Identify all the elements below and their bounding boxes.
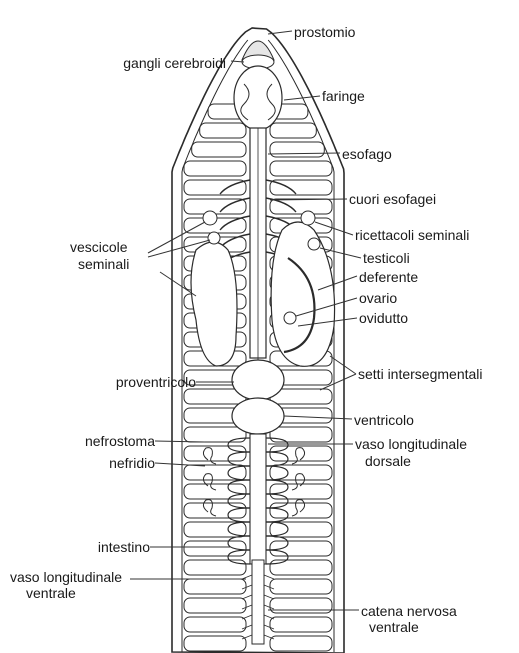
label-vaso-dorsale-line1: vaso longitudinale — [355, 437, 467, 452]
segment-chamber — [184, 427, 246, 442]
pharynx — [234, 66, 282, 130]
label-vescicole-line1: vescicole — [70, 240, 128, 255]
segment-chamber — [270, 636, 332, 651]
label-ovario: ovario — [359, 291, 397, 306]
label-esofago: esofago — [342, 147, 392, 162]
segment-chamber — [200, 123, 246, 138]
segment-chamber — [270, 484, 332, 499]
segment-chamber — [270, 560, 332, 575]
label-vescicole-line2: seminali — [78, 257, 129, 272]
label-vaso-dorsale-line2: dorsale — [365, 454, 411, 469]
seminal-receptacle-right — [301, 211, 315, 225]
label-ovidutto: ovidutto — [359, 311, 408, 326]
seminal-receptacle-left — [203, 211, 217, 225]
label-vaso-ventrale-line2: ventrale — [26, 586, 76, 601]
intestine — [250, 434, 266, 564]
label-catena-line1: catena nervosa — [361, 604, 457, 619]
label-cuori-esofagei: cuori esofagei — [349, 192, 436, 207]
gizzard — [232, 398, 284, 434]
segment-chamber — [184, 598, 246, 613]
testis-left — [208, 232, 220, 244]
segment-chamber — [184, 161, 246, 176]
label-nefridio: nefridio — [109, 456, 155, 471]
label-faringe: faringe — [322, 89, 365, 104]
segment-chamber — [270, 180, 332, 195]
segment-chamber — [184, 579, 246, 594]
label-intestino: intestino — [98, 540, 150, 555]
testis-right — [308, 238, 320, 250]
label-gangli-cerebroidi: gangli cerebroidi — [123, 56, 226, 71]
segment-chamber — [184, 636, 246, 651]
segment-chamber — [192, 142, 246, 157]
ventral-nerve-cord — [252, 560, 264, 644]
segment-chamber — [270, 617, 332, 632]
label-proventricolo: proventricolo — [116, 375, 196, 390]
label-ricettacoli-seminali: ricettacoli seminali — [355, 228, 469, 243]
label-vaso-ventrale-line1: vaso longitudinale — [10, 570, 122, 585]
label-testicoli: testicoli — [363, 251, 410, 266]
segment-chamber — [270, 142, 324, 157]
segment-chamber — [184, 180, 246, 195]
label-catena-line2: ventrale — [369, 620, 419, 635]
label-nefrostoma: nefrostoma — [85, 434, 155, 449]
label-ventricolo: ventricolo — [354, 413, 414, 428]
crop — [232, 360, 284, 400]
label-prostomio: prostomio — [294, 25, 355, 40]
segment-chamber — [270, 427, 332, 442]
segment-chamber — [270, 123, 316, 138]
label-deferente: deferente — [359, 270, 418, 285]
segment-chamber — [184, 560, 246, 575]
segment-chamber — [270, 598, 332, 613]
segment-chamber — [270, 503, 332, 518]
segment-chamber — [270, 161, 332, 176]
label-setti-intersegmentali: setti intersegmentali — [358, 367, 483, 382]
segment-chamber — [184, 617, 246, 632]
ovary — [284, 312, 296, 324]
segment-chamber — [270, 579, 332, 594]
segment-chamber — [184, 484, 246, 499]
